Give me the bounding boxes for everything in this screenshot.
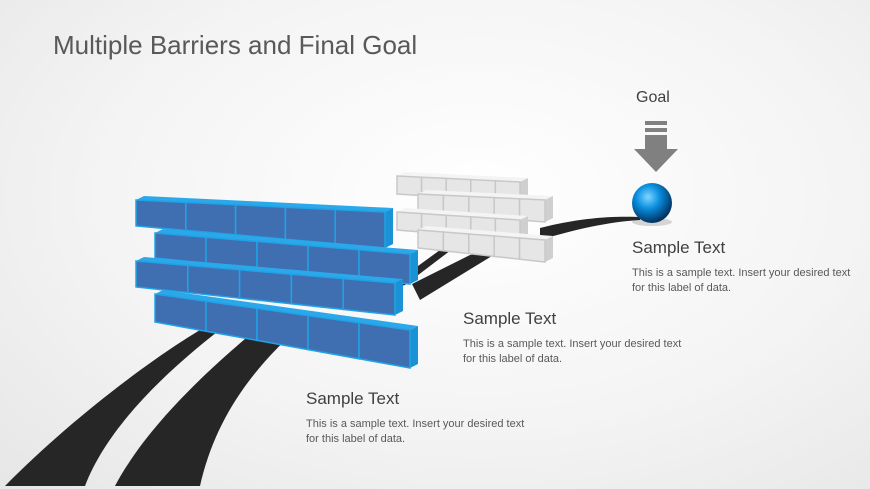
brick-side-face [545, 196, 553, 222]
brick [468, 233, 495, 258]
brick [185, 201, 237, 236]
brick-side-face [395, 279, 403, 315]
brick-top-face [418, 190, 553, 200]
label-body: This is a sample text. Insert your desir… [463, 338, 682, 365]
brick [442, 231, 470, 255]
brick [334, 208, 386, 249]
brick [493, 235, 521, 261]
label-goal: Sample Text This is a sample text. Inser… [632, 238, 862, 296]
brick [135, 260, 189, 294]
slide-title: Multiple Barriers and Final Goal [53, 30, 418, 60]
road-lane-right [115, 322, 305, 486]
brick [358, 248, 411, 285]
goal-label: Goal [636, 89, 670, 106]
goal-arrow-icon [634, 121, 678, 172]
brick-top-face [418, 226, 553, 240]
brick [238, 268, 293, 305]
label-barrier-1: Sample Text This is a sample text. Inser… [306, 389, 536, 447]
brick-top-face [397, 208, 528, 220]
label-heading: Sample Text [463, 309, 557, 328]
brick [284, 206, 336, 245]
brick-side-face [545, 236, 553, 262]
label-body: This is a sample text. Insert your desir… [306, 418, 525, 445]
road-lane-left [5, 322, 230, 486]
label-barrier-2: Sample Text This is a sample text. Inser… [463, 309, 693, 367]
brick-top-face [397, 172, 528, 182]
brick [396, 175, 423, 197]
gray-brick-wall [396, 172, 553, 263]
road-lane-far-right [412, 248, 505, 300]
brick [290, 273, 344, 311]
road-to-goal [540, 216, 640, 240]
brick-side-face [410, 250, 418, 284]
brick-side-face [410, 326, 418, 368]
road [5, 216, 640, 486]
brick [396, 211, 423, 233]
brick-top-face [155, 229, 418, 254]
label-heading: Sample Text [632, 238, 726, 257]
blue-brick-wall [135, 196, 418, 369]
brick [187, 264, 241, 300]
brick [154, 293, 207, 333]
brick [518, 237, 546, 263]
brick [417, 229, 445, 252]
brick [342, 277, 396, 316]
brick-top-face [155, 290, 418, 330]
brick [135, 199, 187, 232]
label-heading: Sample Text [306, 389, 400, 408]
brick-top-face [136, 196, 393, 212]
brick [234, 204, 287, 241]
brick [307, 314, 360, 360]
goal-ball-icon [632, 183, 672, 223]
brick [358, 321, 411, 369]
brick-top-face [136, 257, 403, 283]
brick-side-face [385, 208, 393, 248]
label-body: This is a sample text. Insert your desir… [632, 267, 851, 294]
